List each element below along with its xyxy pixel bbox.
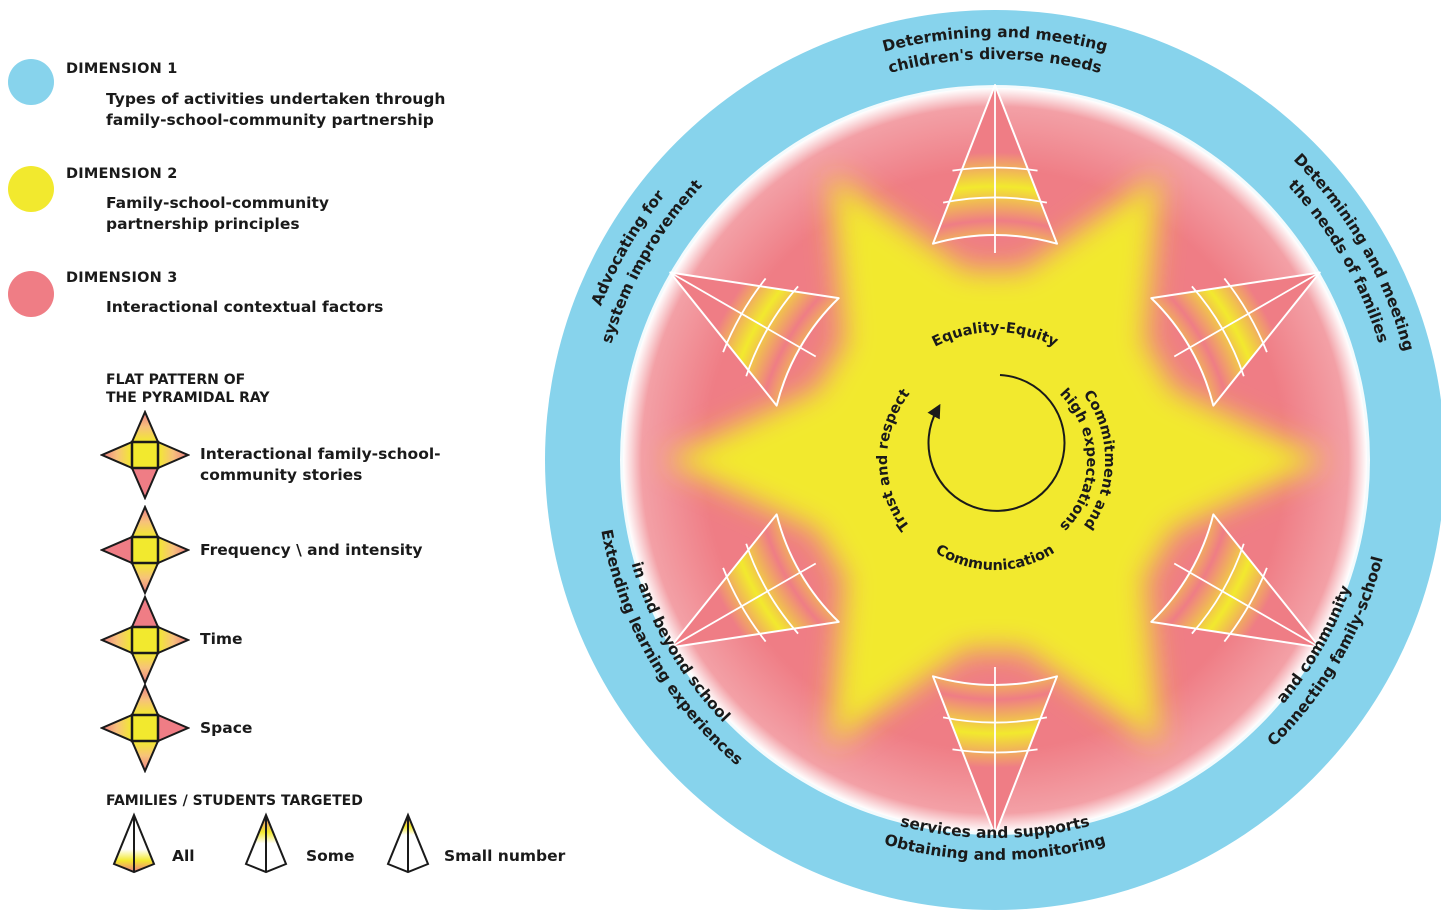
dimension-2-description: Family-school-community partnership prin… [106, 194, 329, 233]
star-core [805, 270, 1185, 650]
pyramidal-rays [669, 84, 1321, 836]
pyramidal-ray-5 [669, 513, 840, 649]
pyramid-net-stories-icon [100, 410, 190, 500]
dimension-3-description: Interactional contextual factors [106, 298, 384, 316]
dimension-3-swatch [8, 271, 54, 317]
dimension-1-swatch [8, 59, 54, 105]
pyramid-net-frequency-icon [100, 505, 190, 595]
pyramid-some-icon [244, 812, 288, 874]
target-all-label: All [172, 847, 195, 865]
legend-panel: DIMENSION 1 Types of activities undertak… [0, 0, 590, 917]
pattern-time-label: Time [200, 630, 243, 648]
pattern-stories-label: Interactional family-school- community s… [200, 445, 441, 484]
pyramid-net-space-icon [100, 683, 190, 773]
pyramid-small-number-icon [386, 812, 430, 874]
target-some-label: Some [306, 847, 355, 865]
pattern-space-label: Space [200, 719, 253, 737]
pattern-frequency-label: Frequency \ and intensity [200, 541, 423, 559]
dimension-1-description: Types of activities undertaken through f… [106, 90, 446, 129]
pyramidal-ray-3 [1150, 513, 1321, 649]
flat-pattern-title: FLAT PATTERN OF THE PYRAMIDAL RAY [106, 372, 270, 406]
pyramidal-ray-4 [931, 667, 1059, 836]
dimension-1-title: DIMENSION 1 [66, 61, 178, 77]
dimension-2-title: DIMENSION 2 [66, 166, 178, 182]
pyramidal-ray-2 [1150, 271, 1321, 407]
principles-star [665, 174, 1325, 746]
dimension-3-title: DIMENSION 3 [66, 270, 178, 286]
target-small-number-label: Small number [444, 847, 566, 865]
pyramid-all-icon [112, 812, 156, 874]
pyramidal-ray-1 [931, 84, 1059, 253]
pyramidal-ray-6 [669, 271, 840, 407]
targeted-title: FAMILIES / STUDENTS TARGETED [106, 793, 363, 809]
cycle-arrow-icon [927, 374, 1066, 512]
dimension-2-swatch [8, 166, 54, 212]
pyramid-net-time-icon [100, 595, 190, 685]
